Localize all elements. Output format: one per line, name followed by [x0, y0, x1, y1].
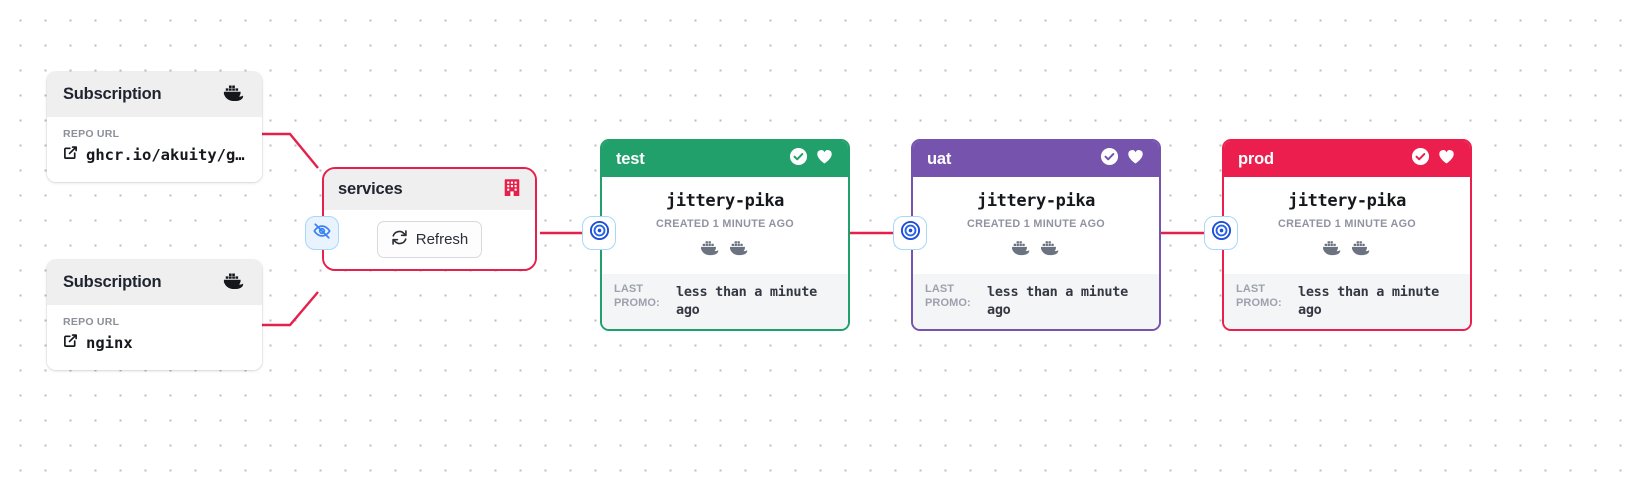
warehouse-title: services [338, 180, 403, 198]
warehouse-building-icon [503, 177, 521, 202]
docker-icon [729, 239, 750, 261]
target-icon [1211, 220, 1232, 246]
heart-icon[interactable] [1437, 147, 1456, 171]
subscription-body: REPO URL ghcr.io/akuity/g… [47, 117, 262, 182]
docker-icon [1351, 239, 1372, 261]
freight-created-text: CREATED 1 MINUTE AGO [1278, 218, 1416, 230]
freight-created-text: CREATED 1 MINUTE AGO [656, 218, 794, 230]
stage-body: jittery-pika CREATED 1 MINUTE AGO [602, 177, 848, 274]
subscription-card[interactable]: Subscription REPO URL [47, 260, 262, 370]
subscription-header: Subscription [47, 72, 262, 117]
subscription-title: Subscription [63, 273, 162, 291]
warehouse-node-services[interactable]: services [322, 167, 537, 271]
refresh-button[interactable]: Refresh [376, 221, 483, 258]
refresh-button-label: Refresh [415, 231, 469, 248]
repo-url-label: REPO URL [63, 316, 120, 328]
heart-icon[interactable] [815, 147, 834, 171]
freight-name: jittery-pika [976, 191, 1096, 211]
subscription-title: Subscription [63, 85, 162, 103]
stage-target-badge-test[interactable] [582, 216, 616, 250]
docker-icon [1040, 239, 1061, 261]
subscription-header: Subscription [47, 260, 262, 305]
stage-card-uat[interactable]: uat jittery-pika CREATED 1 MINUTE AGO [911, 139, 1161, 332]
last-promo-label: LAST PROMO: [1236, 283, 1282, 309]
external-link-icon [63, 145, 78, 164]
freight-name: jittery-pika [1287, 191, 1407, 211]
stage-target-badge-prod[interactable] [1204, 216, 1238, 250]
docker-icon [223, 83, 246, 107]
external-link-icon [63, 333, 78, 352]
last-promo-value: less than a minute ago [1298, 284, 1439, 319]
check-circle-icon[interactable] [789, 147, 808, 171]
stage-body: jittery-pika CREATED 1 MINUTE AGO [913, 177, 1159, 274]
stage-body: jittery-pika CREATED 1 MINUTE AGO [1224, 177, 1470, 274]
repo-url-value-row[interactable]: ghcr.io/akuity/g… [63, 145, 246, 164]
freight-created-text: CREATED 1 MINUTE AGO [967, 218, 1105, 230]
subscription-card[interactable]: Subscription REPO URL [47, 72, 262, 182]
subscription-body: REPO URL nginx [47, 305, 262, 370]
stage-name: test [616, 149, 645, 168]
last-promo-value: less than a minute ago [987, 284, 1128, 319]
stage-header: prod [1224, 141, 1470, 177]
docker-icon [223, 271, 246, 295]
stage-name: prod [1238, 149, 1274, 168]
repo-url-text: ghcr.io/akuity/g… [86, 145, 245, 164]
stage-name: uat [927, 149, 952, 168]
repo-url-label: REPO URL [63, 128, 120, 140]
repo-url-value-row[interactable]: nginx [63, 333, 246, 352]
stage-header: test [602, 141, 848, 177]
docker-icon [700, 239, 721, 261]
stage-header: uat [913, 141, 1159, 177]
target-icon [900, 220, 921, 246]
freight-artifact-icons [1234, 239, 1460, 261]
last-promo-label: LAST PROMO: [925, 283, 971, 309]
docker-icon [1011, 239, 1032, 261]
repo-url-text: nginx [86, 333, 133, 352]
stage-footer: LAST PROMO: less than a minute ago [913, 274, 1159, 330]
stage-target-badge-uat[interactable] [893, 216, 927, 250]
target-icon [589, 220, 610, 246]
stage-card-prod[interactable]: prod jittery-pika CREATED 1 MINUTE AGO [1222, 139, 1472, 332]
docker-icon [1322, 239, 1343, 261]
freight-name: jittery-pika [665, 191, 785, 211]
freight-artifact-icons [612, 239, 838, 261]
warehouse-body: Refresh [324, 210, 535, 269]
stage-footer: LAST PROMO: less than a minute ago [1224, 274, 1470, 330]
eye-off-icon [312, 221, 332, 246]
last-promo-value: less than a minute ago [676, 284, 817, 319]
hide-warehouse-badge[interactable] [305, 216, 339, 250]
refresh-icon [391, 229, 408, 250]
freight-artifact-icons [923, 239, 1149, 261]
warehouse-header: services [324, 169, 535, 210]
heart-icon[interactable] [1126, 147, 1145, 171]
check-circle-icon[interactable] [1411, 147, 1430, 171]
check-circle-icon[interactable] [1100, 147, 1119, 171]
stage-card-test[interactable]: test jittery-pika CREATED 1 MINUTE AGO [600, 139, 850, 332]
last-promo-label: LAST PROMO: [614, 283, 660, 309]
stage-footer: LAST PROMO: less than a minute ago [602, 274, 848, 330]
